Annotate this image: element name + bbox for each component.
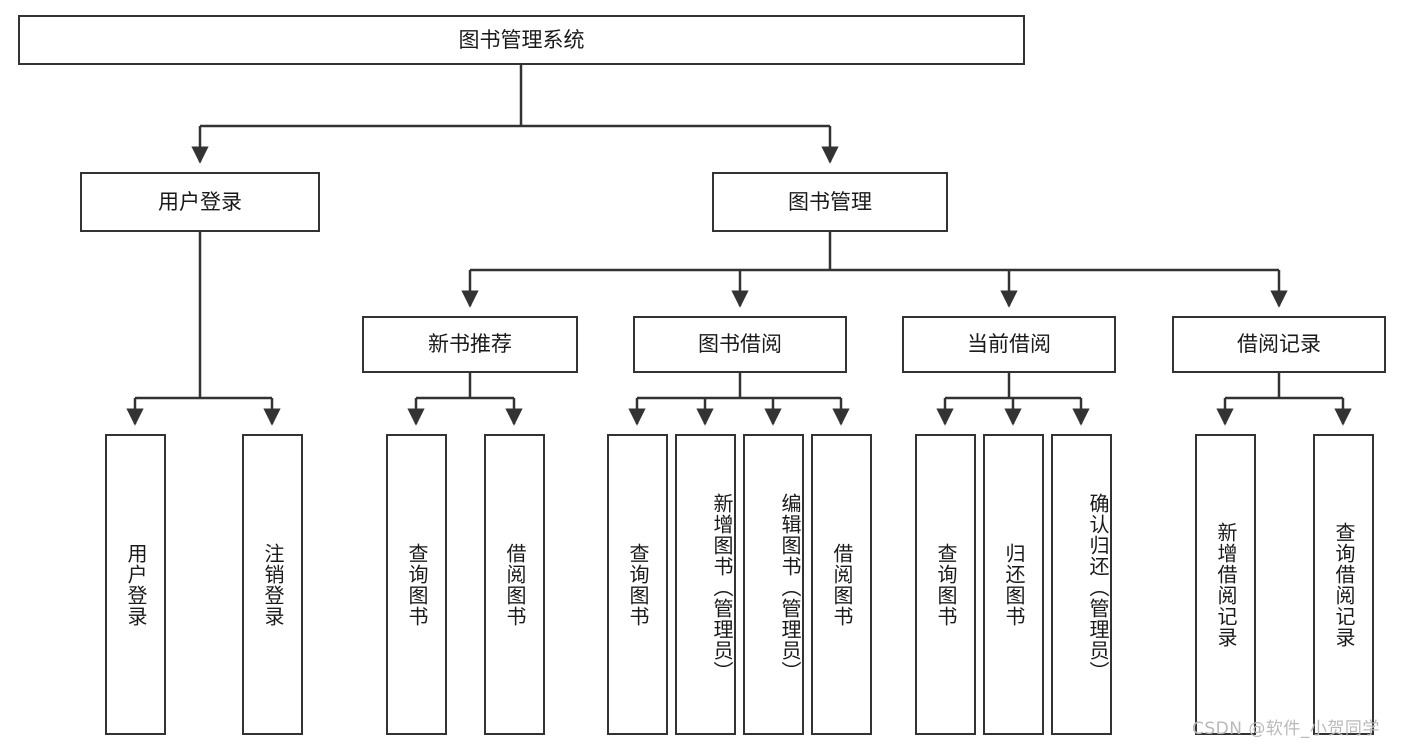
node-leaf-query-book-cur[interactable]: 查询图书	[915, 434, 976, 735]
node-leaf-edit-book[interactable]: 编辑图书（管理员）	[743, 434, 804, 735]
node-current-borrow-label: 当前借阅	[967, 332, 1051, 357]
node-leaf-user-login[interactable]: 用户登录	[105, 434, 166, 735]
node-book-borrow[interactable]: 图书借阅	[633, 316, 847, 373]
node-leaf-query-book-cur-label: 查询图书	[934, 542, 958, 627]
node-leaf-logout[interactable]: 注销登录	[242, 434, 303, 735]
node-leaf-user-login-label: 用户登录	[124, 542, 148, 627]
node-leaf-query-book-rec[interactable]: 查询图书	[386, 434, 447, 735]
node-leaf-query-book-borrow-label: 查询图书	[626, 542, 650, 627]
node-root[interactable]: 图书管理系统	[18, 15, 1025, 65]
node-current-borrow[interactable]: 当前借阅	[902, 316, 1116, 373]
node-leaf-logout-label: 注销登录	[261, 542, 285, 627]
node-new-book-rec[interactable]: 新书推荐	[362, 316, 578, 373]
node-leaf-edit-book-label: 编辑图书（管理员）	[778, 493, 802, 682]
node-borrow-record[interactable]: 借阅记录	[1172, 316, 1386, 373]
node-leaf-borrow-book[interactable]: 借阅图书	[811, 434, 872, 735]
node-leaf-add-record-label: 新增借阅记录	[1214, 521, 1238, 648]
node-user-login[interactable]: 用户登录	[80, 172, 320, 232]
node-book-manage[interactable]: 图书管理	[712, 172, 948, 232]
node-leaf-query-book-rec-label: 查询图书	[405, 542, 429, 627]
node-root-label: 图书管理系统	[458, 27, 585, 52]
node-leaf-borrow-book-rec[interactable]: 借阅图书	[484, 434, 545, 735]
node-new-book-rec-label: 新书推荐	[428, 332, 512, 357]
node-book-borrow-label: 图书借阅	[698, 332, 782, 357]
node-leaf-query-record-label: 查询借阅记录	[1332, 521, 1356, 648]
node-leaf-add-record[interactable]: 新增借阅记录	[1195, 434, 1256, 735]
csdn-watermark: CSDN @软件_小贺同学	[1192, 719, 1380, 739]
node-leaf-confirm-return[interactable]: 确认归还（管理员）	[1051, 434, 1112, 735]
node-leaf-return-book[interactable]: 归还图书	[983, 434, 1044, 735]
node-leaf-return-book-label: 归还图书	[1002, 542, 1026, 627]
node-leaf-add-book-label: 新增图书（管理员）	[710, 493, 734, 682]
node-leaf-query-record[interactable]: 查询借阅记录	[1313, 434, 1374, 735]
node-borrow-record-label: 借阅记录	[1237, 332, 1321, 357]
node-user-login-label: 用户登录	[158, 189, 242, 214]
node-leaf-confirm-return-label: 确认归还（管理员）	[1086, 493, 1110, 682]
node-book-manage-label: 图书管理	[788, 189, 872, 214]
node-leaf-borrow-book-rec-label: 借阅图书	[503, 542, 527, 627]
node-leaf-query-book-borrow[interactable]: 查询图书	[607, 434, 668, 735]
node-leaf-borrow-book-label: 借阅图书	[830, 542, 854, 627]
node-leaf-add-book[interactable]: 新增图书（管理员）	[675, 434, 736, 735]
